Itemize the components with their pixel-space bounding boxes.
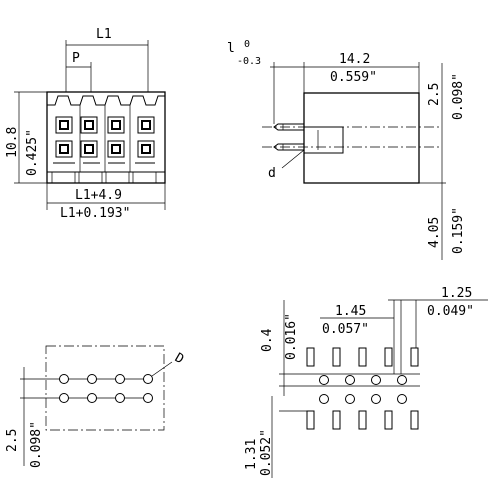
footprint-pads — [306, 347, 419, 430]
d-leader — [281, 149, 305, 169]
footprint-view: 1.45 0.057" 1.25 0.049" 0.4 0.016" 1.31 … — [244, 286, 488, 478]
p-label: P — [72, 51, 80, 66]
footprint-d-in-label: 0.052" — [259, 429, 274, 476]
pcb-holes — [59, 374, 153, 403]
side-pitch-mm-label: 2.5 — [427, 83, 442, 106]
side-housing-outline — [303, 92, 420, 184]
pcb-pitch-in-label: 0.098" — [29, 421, 44, 468]
width-in-label: L1+0.193" — [60, 206, 130, 221]
footprint-c-in-label: 0.016" — [284, 313, 299, 360]
footprint-b-in-label: 0.049" — [427, 304, 474, 319]
footprint-c-mm-label: 0.4 — [260, 328, 275, 352]
front-top-profile — [47, 95, 165, 106]
front-contacts — [53, 116, 155, 164]
footprint-a-in-label: 0.057" — [322, 322, 369, 337]
footprint-holes — [319, 375, 407, 404]
side-pitch-in-label: 0.098" — [451, 73, 466, 120]
front-housing-outline — [46, 91, 166, 184]
pcb-outline — [45, 345, 165, 431]
hole-d-leader — [151, 361, 173, 377]
l1-label: L1 — [96, 27, 112, 42]
front-view: L1 P 10.8 0.425" L1+4.9 L1+0.193" — [5, 27, 166, 221]
footprint-a-mm-label: 1.45 — [335, 304, 366, 319]
hole-d-label: D — [172, 350, 186, 367]
side-pin-upper — [273, 123, 304, 131]
side-pin-lower — [273, 143, 304, 151]
l-label: l — [227, 41, 235, 56]
bottom-in-label: 0.159" — [451, 207, 466, 254]
pcb-pitch-mm-label: 2.5 — [5, 429, 20, 452]
height-mm-label: 10.8 — [5, 127, 20, 158]
footprint-b-mm-label: 1.25 — [441, 286, 472, 301]
d-label: d — [268, 166, 276, 181]
bottom-mm-label: 4.05 — [427, 217, 442, 248]
depth-in-label: 0.559" — [330, 70, 377, 85]
side-view: l 0 -0.3 14.2 0.559" 2.5 0.098" 4.05 0.1… — [227, 39, 466, 260]
pcb-hole-view: D 2.5 0.098" — [5, 345, 186, 468]
depth-mm-label: 14.2 — [339, 52, 370, 67]
footprint-d-mm-label: 1.31 — [244, 439, 259, 470]
front-feet — [51, 172, 157, 183]
tol-top-label: 0 — [244, 39, 250, 50]
width-mm-label: L1+4.9 — [75, 188, 122, 203]
height-in-label: 0.425" — [25, 129, 40, 176]
tol-bottom-label: -0.3 — [237, 56, 261, 67]
